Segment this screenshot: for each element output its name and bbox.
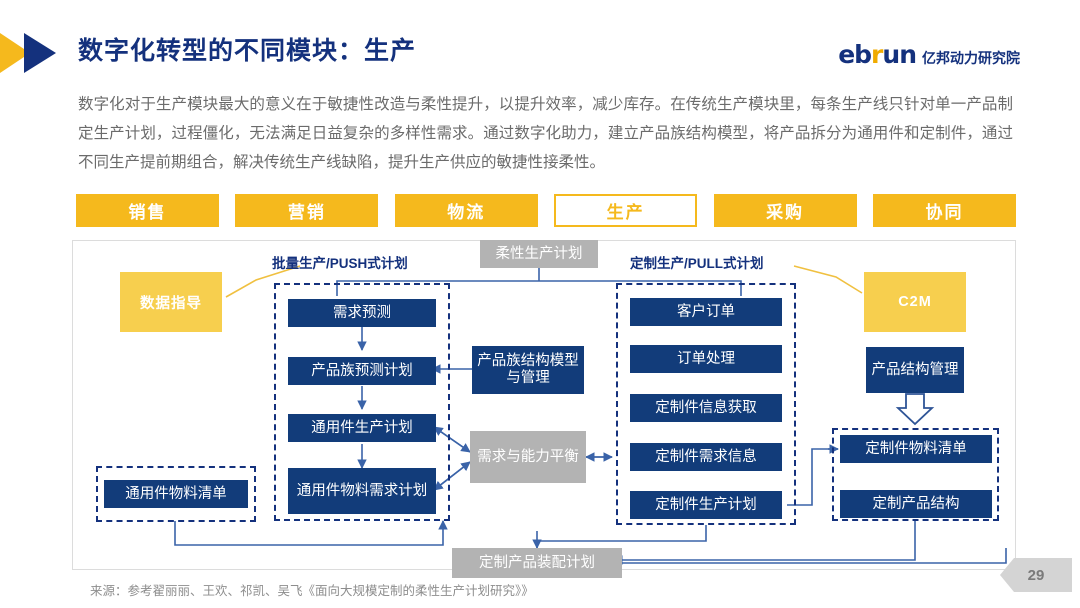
tab-collaborate[interactable]: 协同	[872, 194, 1016, 227]
node-common-part-bom[interactable]: 通用件物料清单	[104, 480, 248, 508]
node-custom-bom[interactable]: 定制件物料清单	[840, 435, 992, 463]
node-common-part-prod-plan[interactable]: 通用件生产计划	[288, 414, 436, 442]
node-demand-capacity-balance[interactable]: 需求与能力平衡	[470, 431, 586, 483]
node-flexible-production-plan[interactable]: 柔性生产计划	[480, 240, 598, 268]
node-custom-product-structure[interactable]: 定制产品结构	[840, 490, 992, 518]
node-family-structure-model[interactable]: 产品族结构模型与管理	[472, 346, 584, 394]
node-common-part-material-plan[interactable]: 通用件物料需求计划	[288, 468, 436, 514]
ebrun-logo: eb r un 亿邦动力研究院	[838, 40, 1020, 69]
logo-text-cn: 亿邦动力研究院	[922, 50, 1020, 66]
node-order-processing[interactable]: 订单处理	[630, 345, 782, 373]
node-c2m[interactable]: C2M	[864, 272, 966, 332]
label-pull-plan: 定制生产/PULL式计划	[630, 256, 764, 271]
common-bom-group	[96, 466, 256, 522]
logo-text-part1: eb	[838, 40, 872, 69]
page-number-badge: 29	[1000, 558, 1072, 592]
pull-group-boundary	[616, 283, 796, 525]
page-title: 数字化转型的不同模块：生产	[78, 37, 417, 65]
node-demand-forecast[interactable]: 需求预测	[288, 299, 436, 327]
tab-production[interactable]: 生产	[554, 194, 698, 227]
node-data-guidance[interactable]: 数据指导	[120, 272, 222, 332]
node-family-forecast-plan[interactable]: 产品族预测计划	[288, 357, 436, 385]
tab-procurement[interactable]: 采购	[713, 194, 857, 227]
source-note: 来源：参考翟丽丽、王欢、祁凯、吴飞《面向大规模定制的柔性生产计划研究》》	[90, 584, 534, 598]
double-chevron-right-icon	[0, 33, 56, 73]
logo-text-accent: r	[871, 40, 883, 69]
tab-marketing[interactable]: 营销	[235, 194, 379, 227]
node-assembly-plan[interactable]: 定制产品装配计划	[452, 548, 622, 578]
node-custom-prod-plan[interactable]: 定制件生产计划	[630, 491, 782, 519]
tab-sales[interactable]: 销售	[76, 194, 219, 227]
node-product-structure-mgmt[interactable]: 产品结构管理	[866, 347, 964, 393]
node-customer-order[interactable]: 客户订单	[630, 298, 782, 326]
logo-text-part2: un	[882, 40, 917, 69]
tab-logistics[interactable]: 物流	[394, 194, 538, 227]
intro-paragraph: 数字化对于生产模块最大的意义在于敏捷性改造与柔性提升，以提升效率，减少库存。在传…	[78, 96, 1013, 171]
label-push-plan: 批量生产/PUSH式计划	[272, 256, 408, 271]
custom-bom-group	[832, 428, 999, 521]
module-tabs: 销售 营销 物流 生产 采购 协同	[76, 194, 1016, 227]
push-group-boundary	[274, 283, 450, 521]
node-custom-info-acquire[interactable]: 定制件信息获取	[630, 394, 782, 422]
node-custom-demand-info[interactable]: 定制件需求信息	[630, 443, 782, 471]
